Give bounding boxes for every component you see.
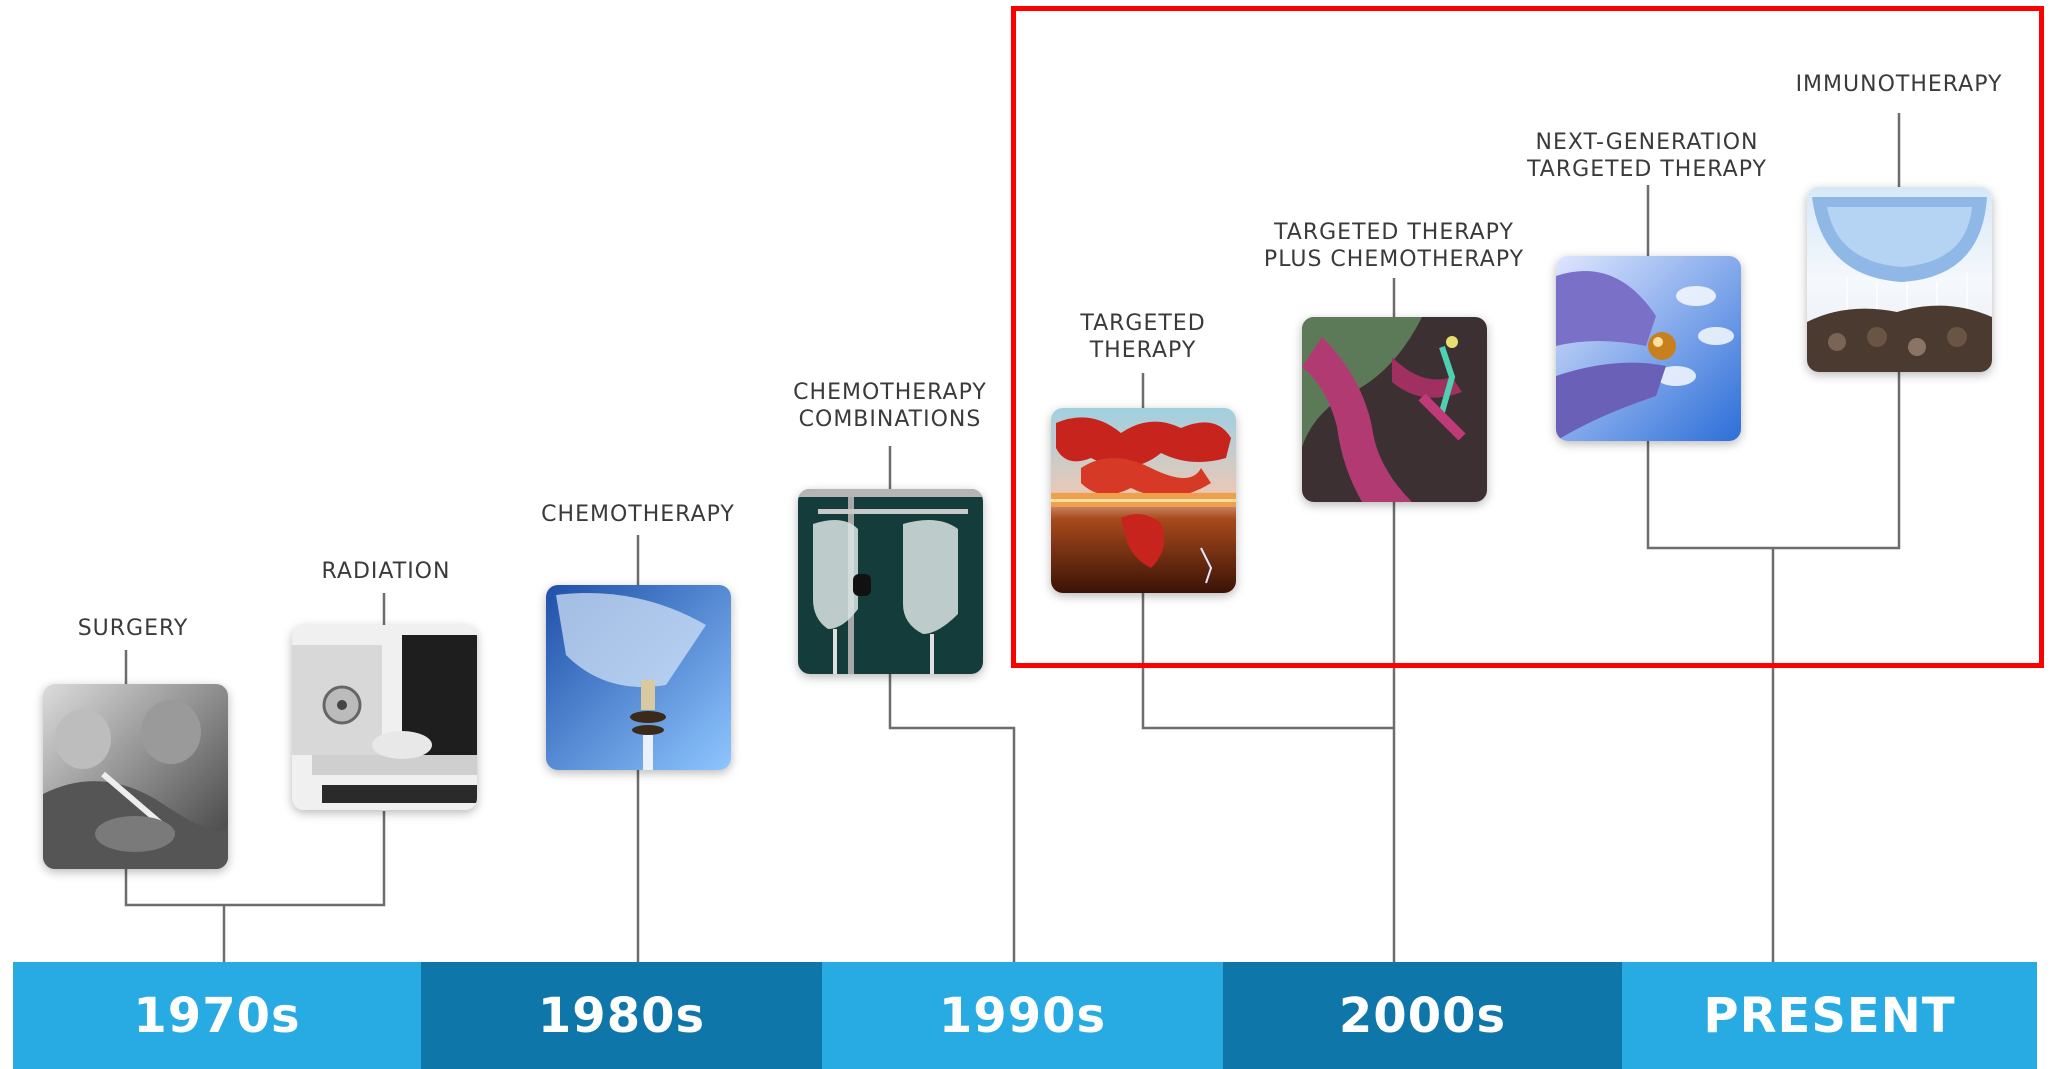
era-present: PRESENT <box>1622 962 2037 1069</box>
iv-bags-pair-photo <box>798 489 983 674</box>
era-2000s: 2000s <box>1223 962 1622 1069</box>
radiation-machine-photo <box>292 625 477 810</box>
label-surgery: SURGERY <box>78 615 189 642</box>
surgery-photo <box>43 684 228 869</box>
label-chemo-combinations: CHEMOTHERAPY COMBINATIONS <box>793 379 987 433</box>
era-1990s: 1990s <box>822 962 1223 1069</box>
label-radiation: RADIATION <box>322 558 451 585</box>
highlight-box <box>1011 6 2044 668</box>
iv-bag-photo <box>546 585 731 770</box>
label-chemotherapy: CHEMOTHERAPY <box>541 501 735 528</box>
era-1980s: 1980s <box>421 962 822 1069</box>
era-1970s: 1970s <box>13 962 421 1069</box>
